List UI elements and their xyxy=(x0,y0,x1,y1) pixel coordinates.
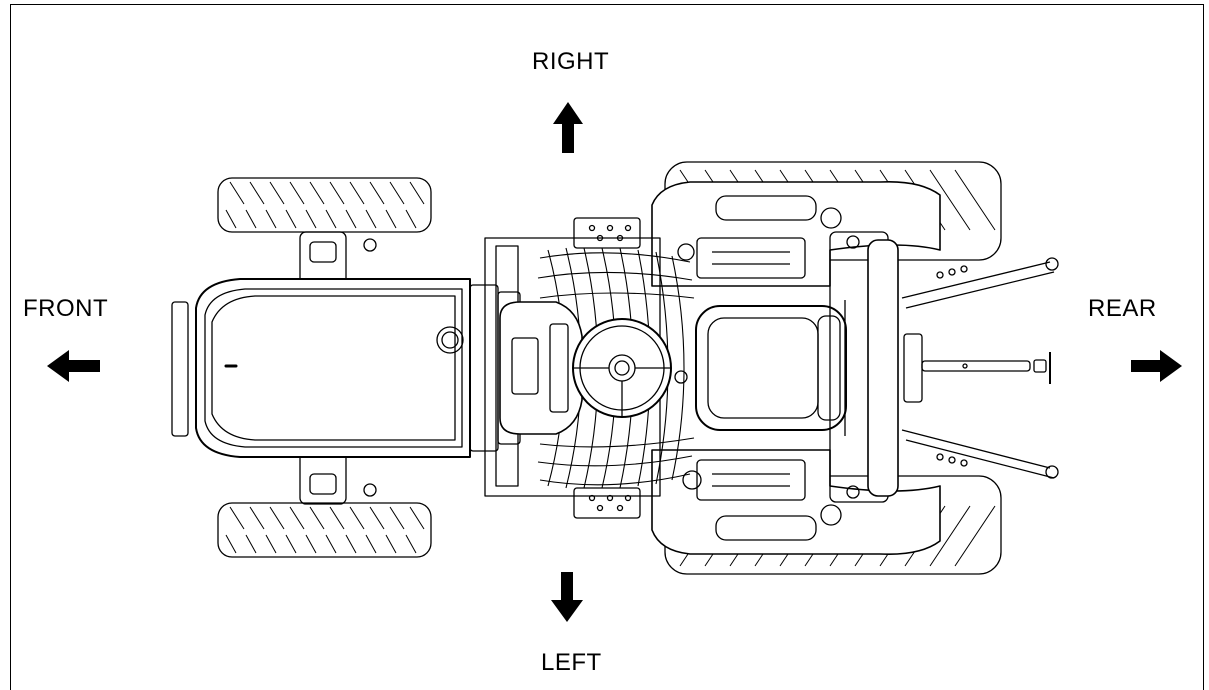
arrow-up-icon xyxy=(553,102,583,153)
dashboard xyxy=(499,301,583,435)
three-point-hitch xyxy=(901,257,1059,479)
operator-seat xyxy=(695,305,847,431)
label-rear: REAR xyxy=(1088,295,1157,322)
label-right: RIGHT xyxy=(532,48,610,75)
rear-rops xyxy=(829,231,899,503)
front-left-wheel xyxy=(217,502,432,558)
label-front: FRONT xyxy=(23,295,109,322)
diagram-frame xyxy=(10,4,1204,690)
fenders xyxy=(651,180,941,556)
label-left: LEFT xyxy=(541,649,602,676)
arrow-right-icon xyxy=(1131,350,1182,382)
arrow-left-icon xyxy=(47,350,100,382)
hood xyxy=(171,278,521,458)
steering-wheel xyxy=(572,318,688,418)
front-right-wheel xyxy=(217,177,432,233)
arrow-down-icon xyxy=(551,572,583,622)
